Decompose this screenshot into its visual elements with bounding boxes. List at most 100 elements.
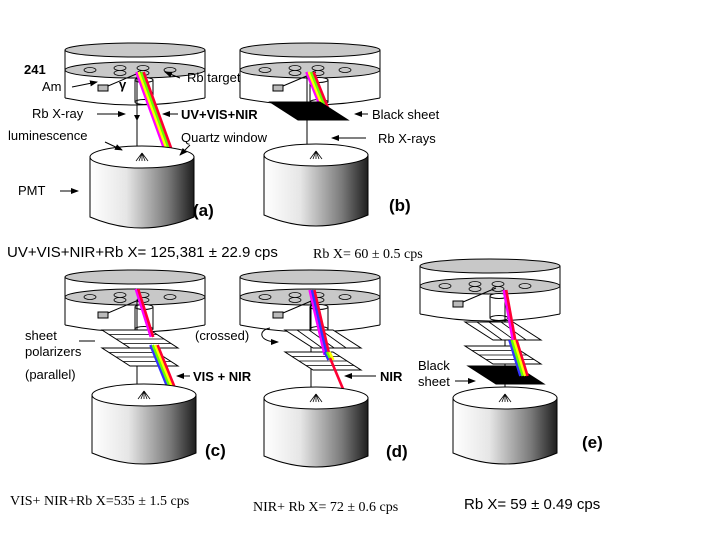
housing-lid	[64, 42, 206, 58]
sample-hole	[491, 281, 505, 287]
gamma-label: γ	[119, 77, 127, 92]
source-housing-c	[64, 269, 206, 333]
panel-a	[64, 42, 206, 229]
panel-d	[239, 269, 381, 468]
light-ray	[139, 71, 173, 156]
am-source	[272, 84, 284, 92]
sample-hole	[518, 283, 532, 289]
pmt-d	[263, 386, 369, 468]
crossed-label: (crossed)	[195, 328, 249, 343]
polarizers-label: polarizers	[25, 344, 82, 359]
result-c: VIS+ NIR+Rb X=535 ± 1.5 cps	[10, 494, 189, 509]
light-ray	[151, 344, 174, 393]
light-ray	[510, 339, 525, 377]
panel-tag-a: (a)	[193, 201, 214, 220]
luminescence-label: luminescence	[8, 128, 88, 143]
polarizer-bottom-c	[100, 347, 180, 367]
rb-target-arrow	[164, 71, 181, 79]
sample-hole	[258, 294, 272, 300]
sample-hole	[113, 297, 127, 303]
gamma-path	[107, 71, 142, 87]
black-sheet-e	[466, 365, 546, 385]
source-housing-a	[64, 42, 206, 106]
light-ray	[149, 344, 171, 393]
light-ray	[313, 289, 331, 356]
light-ray	[312, 71, 331, 113]
result-e: Rb X= 59 ± 0.49 cps	[464, 496, 600, 513]
pmt-c	[91, 383, 197, 465]
sheet-label-e: sheet	[418, 374, 450, 389]
housing-lid	[419, 258, 561, 274]
sample-hole	[113, 292, 127, 298]
pmt-a	[89, 145, 195, 229]
sample-hole	[288, 65, 302, 71]
rb-xray-label: Rb X-ray	[32, 106, 84, 121]
quartz-window-arrow	[179, 144, 191, 156]
light-ray	[142, 71, 175, 156]
am-source	[272, 311, 284, 319]
panel-tag-d: (d)	[386, 442, 408, 461]
sample-hole	[163, 294, 177, 300]
sample-hole	[338, 294, 352, 300]
light-ray	[308, 289, 326, 356]
housing-lid	[64, 269, 206, 285]
am-source	[97, 84, 109, 92]
sample-hole	[258, 67, 272, 73]
am-mass-number: 241	[24, 62, 46, 77]
light-ray	[310, 289, 329, 356]
panel-tag-b: (b)	[389, 196, 411, 215]
sample-disk	[64, 288, 206, 306]
polarizer-top-e	[463, 321, 543, 341]
sample-hole	[136, 65, 150, 71]
rotate-arrow-icon	[261, 327, 279, 345]
panel-tag-e: (e)	[582, 433, 603, 452]
polarizer-bottom-d	[283, 351, 363, 371]
sample-hole	[491, 286, 505, 292]
polarizer-bottom-e	[463, 345, 543, 365]
sample-hole	[113, 70, 127, 76]
quartz-window-label: Quartz window	[181, 130, 268, 145]
panel-e	[419, 258, 561, 465]
source-housing-d	[239, 269, 381, 333]
beam-c-upper	[134, 288, 155, 338]
light-ray	[156, 344, 178, 393]
light-ray	[328, 351, 335, 361]
am-arrow	[71, 80, 98, 88]
result-b: Rb X= 60 ± 0.5 cps	[313, 247, 423, 262]
black-sheet-label-b: Black sheet	[372, 107, 440, 122]
source-housing-e	[419, 258, 561, 322]
am-source	[97, 311, 109, 319]
beam-e-lower	[508, 339, 529, 377]
parallel-label: (parallel)	[25, 367, 76, 382]
pmt-label: PMT	[18, 183, 46, 198]
black-label-e: Black	[418, 358, 450, 373]
gamma-path	[107, 298, 142, 314]
light-ray	[153, 344, 176, 393]
am-source	[452, 300, 464, 308]
pmt-b	[263, 143, 369, 227]
light-ray	[512, 339, 527, 377]
light-ray	[515, 339, 529, 377]
panel-c	[64, 269, 206, 465]
vis-nir-label: VIS + NIR	[193, 369, 252, 384]
sample-hole	[163, 67, 177, 73]
luminescence-arrow	[104, 141, 123, 151]
panel-b	[239, 42, 381, 227]
light-ray	[508, 339, 522, 377]
light-ray	[323, 351, 330, 361]
polarizer-top-c	[100, 329, 180, 349]
sample-hole	[438, 283, 452, 289]
sample-hole	[338, 67, 352, 73]
sample-hole	[113, 65, 127, 71]
beam-c-lower	[149, 344, 178, 393]
light-ray	[137, 71, 171, 156]
sample-hole	[83, 67, 97, 73]
housing-lid	[239, 269, 381, 285]
light-ray	[134, 288, 153, 338]
result-d: NIR+ Rb X= 72 ± 0.6 cps	[253, 500, 398, 515]
light-ray	[136, 288, 155, 338]
uv-vis-nir-label: UV+VIS+NIR	[181, 107, 258, 122]
housing-lid	[239, 42, 381, 58]
am-label: Am	[42, 79, 62, 94]
